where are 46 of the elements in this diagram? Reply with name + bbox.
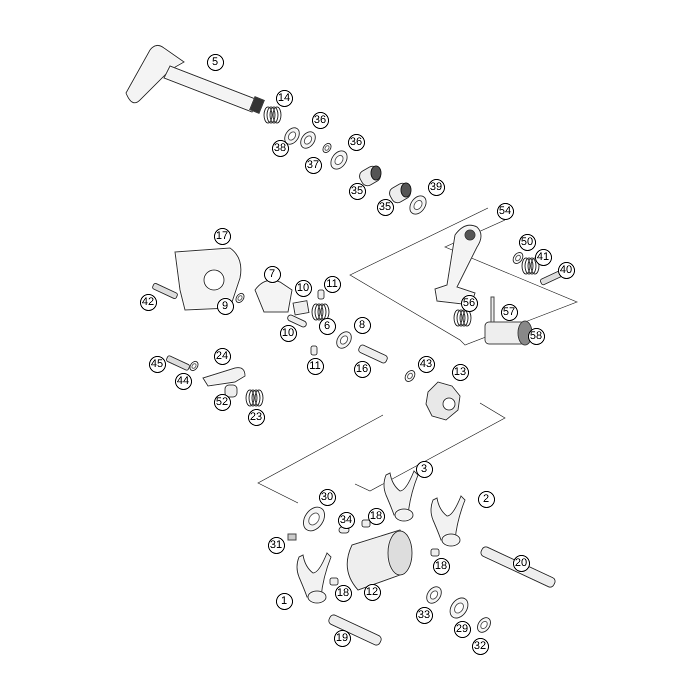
callout-number: 44 bbox=[174, 372, 192, 390]
callout-number: 18 bbox=[334, 584, 352, 602]
callout-number: 39 bbox=[428, 178, 444, 196]
callout-number: 54 bbox=[496, 202, 514, 220]
callout-number: 31 bbox=[268, 536, 284, 554]
callout-number: 41 bbox=[534, 248, 552, 266]
callout-number: 11 bbox=[306, 358, 324, 374]
callout-number: 13 bbox=[452, 364, 468, 380]
callout-number: 38 bbox=[272, 140, 288, 156]
callout-number: 23 bbox=[248, 408, 264, 426]
callout-number: 33 bbox=[416, 606, 432, 624]
callout-number: 8 bbox=[354, 316, 370, 334]
callout-number: 3 bbox=[416, 460, 432, 478]
callout-number: 40 bbox=[558, 262, 574, 278]
callout-number: 42 bbox=[140, 294, 156, 310]
callout-number: 11 bbox=[324, 276, 340, 292]
callout-number: 34 bbox=[338, 512, 354, 528]
callout-number: 12 bbox=[364, 584, 380, 600]
callout-number: 18 bbox=[432, 558, 450, 574]
callout-number: 35 bbox=[348, 182, 366, 200]
callout-number: 35 bbox=[376, 198, 394, 216]
callout-number: 32 bbox=[472, 638, 488, 654]
callout-number: 17 bbox=[214, 228, 230, 244]
callout-number: 37 bbox=[304, 156, 322, 174]
callout-number: 36 bbox=[348, 134, 364, 150]
callout-number: 50 bbox=[518, 234, 536, 250]
callout-number: 24 bbox=[214, 348, 230, 364]
callout-number: 18 bbox=[368, 508, 384, 524]
callout-number: 20 bbox=[512, 554, 530, 572]
callout-number: 29 bbox=[454, 620, 470, 638]
callout-number: 36 bbox=[312, 112, 328, 128]
callout-number: 2 bbox=[478, 490, 494, 508]
callout-number: 57 bbox=[500, 304, 518, 320]
callout-number: 16 bbox=[354, 360, 370, 378]
callout-number: 5 bbox=[206, 54, 224, 70]
callout-number: 43 bbox=[418, 356, 434, 372]
callout-number: 14 bbox=[276, 90, 292, 106]
callout-number: 45 bbox=[148, 356, 166, 372]
callout-number: 52 bbox=[214, 394, 230, 410]
callout-number: 7 bbox=[264, 266, 280, 282]
callout-number: 1 bbox=[276, 592, 292, 610]
callout-number: 10 bbox=[280, 324, 296, 342]
callout-number: 10 bbox=[294, 280, 312, 296]
callout-number: 19 bbox=[334, 630, 350, 646]
callout-number: 30 bbox=[318, 488, 336, 506]
callout-number: 6 bbox=[318, 318, 336, 334]
